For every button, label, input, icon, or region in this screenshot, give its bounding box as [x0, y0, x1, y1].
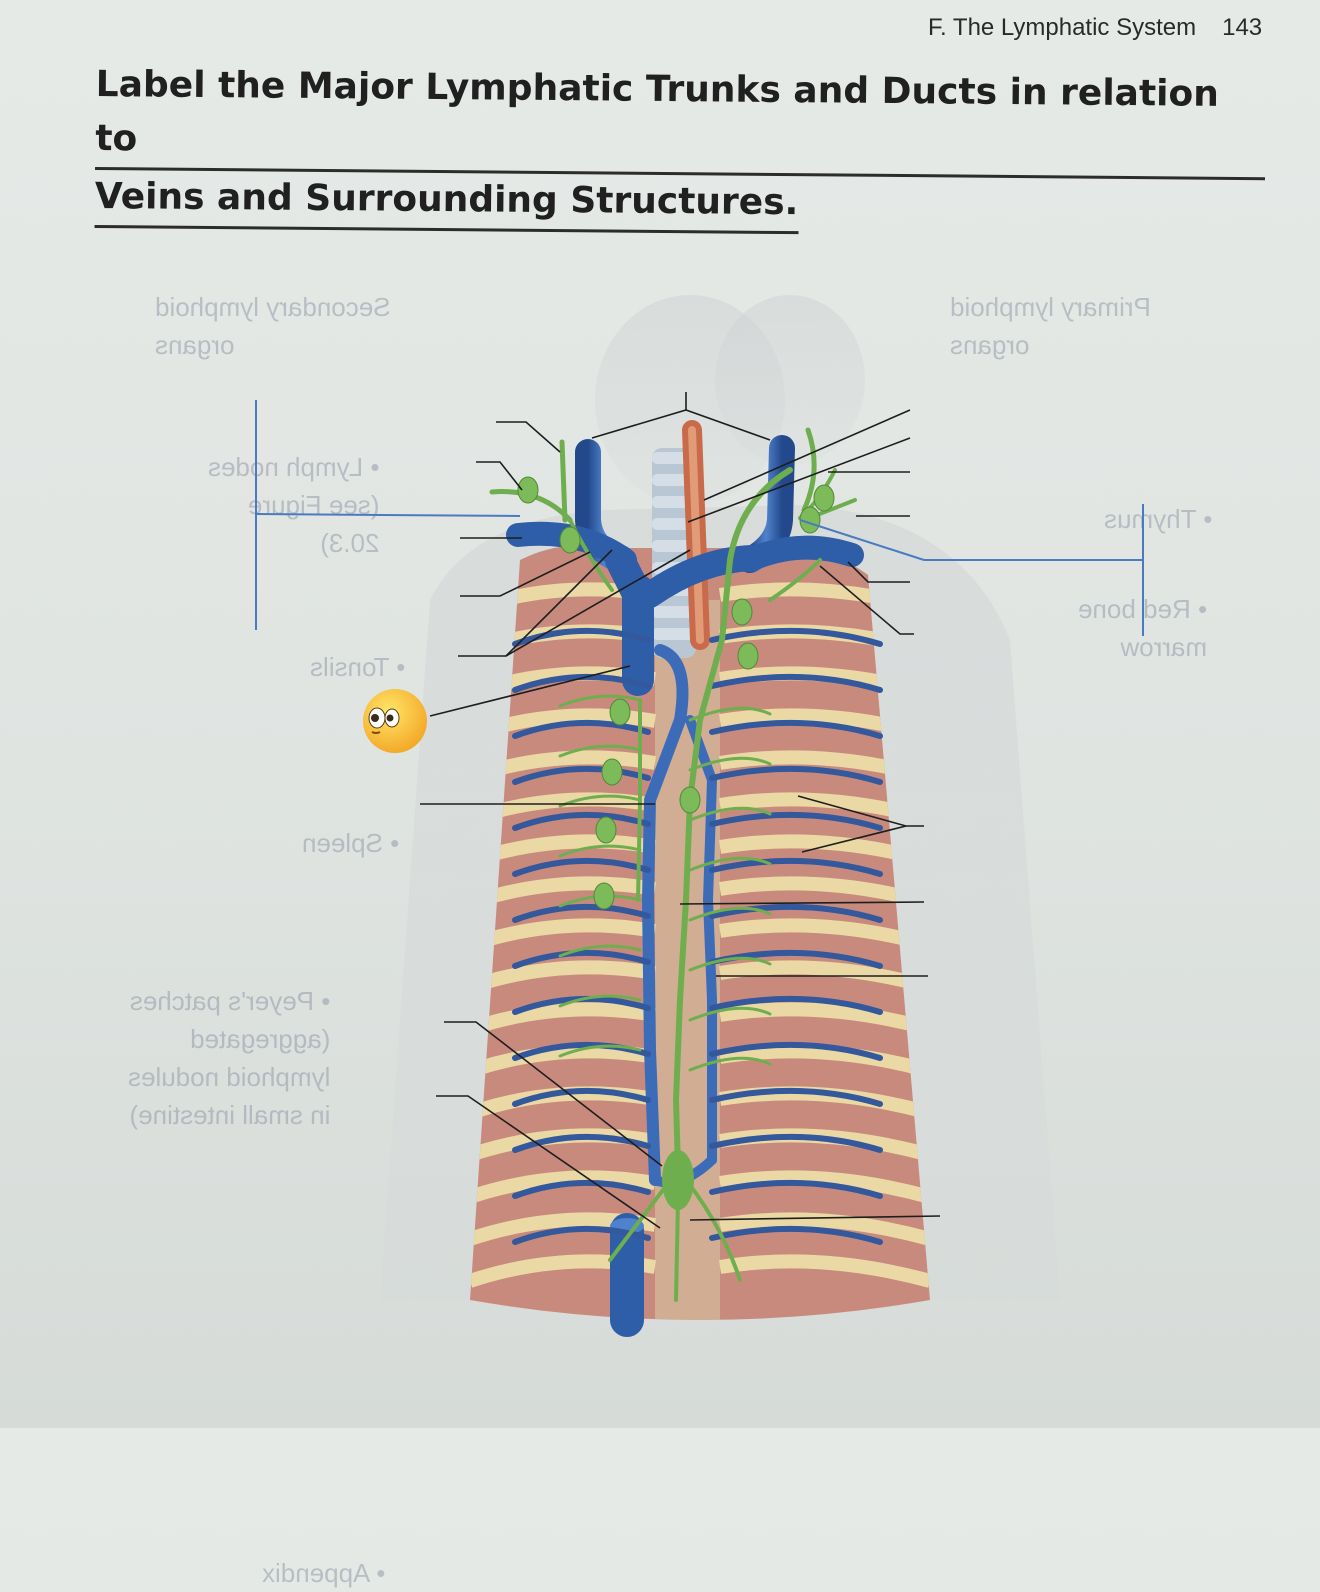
page-number: 143: [1222, 14, 1263, 41]
lymph-node: [609, 698, 631, 726]
lymphatic-trunks-diagram: [255, 295, 1144, 1337]
lymph-branch: [688, 756, 772, 772]
intercostal-vein: [709, 1225, 883, 1245]
lymph-branch: [558, 694, 642, 708]
rib: [718, 1212, 930, 1246]
lymph-branch: [688, 956, 772, 972]
lymph-branch: [558, 944, 642, 958]
artery: [682, 420, 710, 650]
intercostal-vein: [512, 719, 651, 739]
label-leader-line: [847, 561, 910, 583]
rib: [470, 1002, 657, 1036]
rib: [470, 1170, 657, 1204]
label-leader-line: [444, 1021, 663, 1167]
intercostal-vein: [512, 1041, 651, 1061]
label-leader-line: [689, 1215, 941, 1221]
intercostal-vein: [512, 1179, 651, 1199]
label-leader-line: [460, 551, 591, 597]
intercostal-vein: [512, 1225, 651, 1245]
intercostal-vein: [709, 765, 883, 785]
lymph-branch: [688, 906, 772, 922]
intercostal-vein: [709, 1087, 883, 1107]
intercostal-vein: [512, 949, 651, 969]
lymph-branch: [558, 744, 642, 758]
lymph-branch: [688, 1006, 772, 1022]
intercostal-vein: [512, 903, 651, 923]
lymph-node: [813, 484, 835, 512]
intercostal-vein: [709, 627, 883, 647]
intercostal-vein: [709, 903, 883, 923]
intercostal-vein: [512, 627, 651, 647]
intercostal-vein: [709, 811, 883, 831]
rib: [718, 1044, 930, 1078]
lymph-branch: [558, 1044, 642, 1058]
trachea-ring: [652, 606, 696, 618]
bleed-through-text: • Appendix: [262, 1558, 386, 1588]
intercostal-vein: [709, 1041, 883, 1061]
lymph-branch: [688, 806, 772, 822]
trachea-ring: [652, 518, 696, 530]
running-head: F. The Lymphatic System 143: [928, 14, 1262, 42]
intercostal-vein: [709, 1179, 883, 1199]
lymphatic-vessels: [489, 427, 857, 1302]
rib-cage: [470, 545, 930, 1320]
label-leader-line: [819, 565, 914, 635]
intercostal-vein: [512, 1087, 651, 1107]
label-leader-line: [505, 549, 691, 657]
lymph-node: [517, 476, 539, 504]
lymph-node: [601, 758, 623, 786]
label-leader-line: [496, 421, 561, 453]
trachea-ring: [652, 628, 696, 640]
intercostal-vein: [709, 857, 883, 877]
label-leader-lines: [420, 392, 941, 1229]
rib: [718, 1254, 930, 1288]
label-leader-line: [801, 825, 907, 853]
rib: [718, 1170, 930, 1204]
lymph-branch: [558, 794, 642, 808]
cisterna-chyli: [662, 1150, 694, 1210]
label-leader-line: [429, 665, 631, 717]
lymph-branch: [688, 706, 772, 722]
lymph-branch: [688, 856, 772, 872]
section-title: F. The Lymphatic System: [928, 14, 1197, 41]
intercostal-vein: [512, 1133, 651, 1153]
intercostal-vein: [512, 673, 651, 693]
lymph-nodes: [517, 476, 835, 910]
label-leader-line: [687, 437, 911, 523]
lymph-branch: [558, 994, 642, 1008]
eyes-emoji-icon: [363, 689, 427, 753]
bracket-lines: [255, 400, 1144, 636]
rib: [718, 1002, 930, 1036]
lymph-node: [737, 642, 759, 670]
lymph-node: [593, 882, 615, 910]
intercostal-vein: [709, 1133, 883, 1153]
rib: [470, 1044, 657, 1078]
lymph-branch: [688, 1056, 772, 1072]
intercostal-vein: [512, 765, 651, 785]
label-leader-line: [703, 409, 911, 501]
lymph-node: [559, 526, 581, 554]
intercostal-vein: [709, 719, 883, 739]
label-leader-line: [679, 901, 925, 905]
intercostal-vein: [709, 673, 883, 693]
trachea-ring: [652, 540, 696, 552]
label-leader-line: [476, 461, 523, 491]
lymph-node: [679, 786, 701, 814]
lymph-branch: [558, 844, 642, 858]
intercostal-vein: [512, 811, 651, 831]
intercostal-vein: [512, 857, 651, 877]
lymph-node: [595, 816, 617, 844]
lymph-node: [731, 598, 753, 626]
intercostal-vein: [709, 995, 883, 1015]
label-leader-line: [436, 1095, 661, 1229]
